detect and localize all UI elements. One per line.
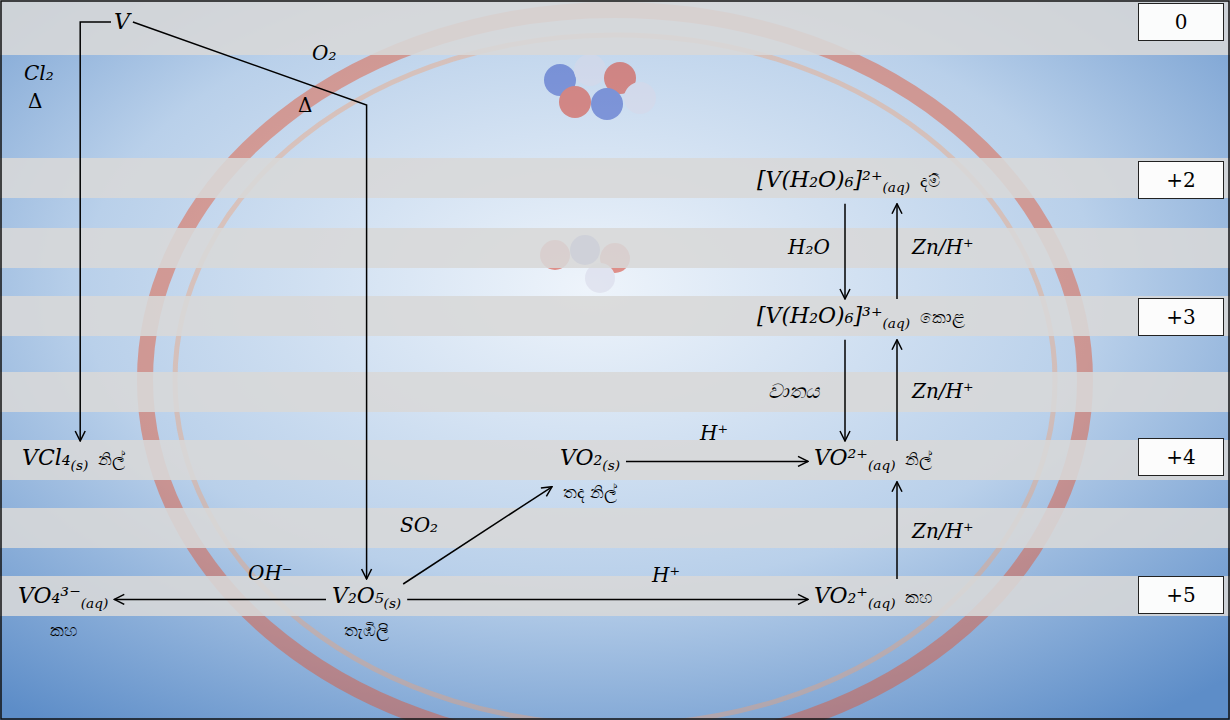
state-symbol: (aq) bbox=[868, 595, 895, 611]
colour-name: නිල් bbox=[98, 446, 125, 472]
reagent-label: Cl₂ bbox=[24, 60, 54, 86]
heat-symbol: Δ bbox=[298, 92, 312, 118]
reaction-arrow bbox=[896, 204, 898, 299]
colour-name: කහ bbox=[905, 584, 932, 610]
oxidation-number: 0 bbox=[1175, 10, 1188, 34]
reaction-arrow bbox=[896, 482, 898, 579]
species-node: VO₄³⁻(aq)කහ bbox=[16, 580, 110, 645]
state-symbol: (aq) bbox=[81, 595, 108, 611]
reaction-arrow bbox=[80, 22, 111, 441]
species-formula: VCl₄(s) bbox=[22, 444, 88, 479]
oxidation-state-box: +4 bbox=[1138, 438, 1224, 476]
species-node: [V(H₂O)₆]³⁺(aq) කොළ bbox=[755, 300, 967, 339]
state-symbol: (s) bbox=[384, 595, 402, 611]
species-formula: VO²⁺(aq) bbox=[814, 444, 895, 479]
oxidation-state-box: 0 bbox=[1138, 3, 1224, 41]
oxidation-state-box: +2 bbox=[1138, 161, 1224, 199]
reaction-arrow bbox=[626, 461, 808, 463]
species-formula: [V(H₂O)₆]³⁺(aq) bbox=[757, 302, 910, 337]
reagent-label: SO₂ bbox=[400, 512, 438, 538]
species-formula: V bbox=[114, 8, 130, 36]
reaction-arrow bbox=[844, 204, 846, 299]
oxidation-state-box: +3 bbox=[1138, 298, 1224, 336]
oxidation-number: +3 bbox=[1166, 305, 1195, 329]
species-node: [V(H₂O)₆]²⁺(aq) දම් bbox=[755, 164, 942, 203]
oxidation-number: +2 bbox=[1166, 168, 1195, 192]
state-symbol: (aq) bbox=[883, 179, 910, 195]
reaction-arrow bbox=[896, 340, 898, 441]
species-formula: V₂O₅(s) bbox=[332, 582, 401, 617]
state-symbol: (s) bbox=[71, 457, 89, 473]
species-formula: VO₂⁺(aq) bbox=[814, 582, 895, 617]
species-node: V bbox=[112, 6, 132, 38]
reagent-label: Zn/H⁺ bbox=[912, 378, 974, 404]
species-formula: VO₂(s) bbox=[560, 444, 620, 479]
reagent-label: H₂O bbox=[788, 234, 830, 260]
oxidation-number: +4 bbox=[1166, 445, 1195, 469]
reagent-label: වාතය bbox=[768, 378, 819, 404]
colour-name: දම් bbox=[920, 168, 940, 194]
species-node: V₂O₅(s)තැඹිලි bbox=[330, 580, 403, 645]
oxidation-number: +5 bbox=[1166, 583, 1195, 607]
species-node: VO₂(s)තද නිල් bbox=[558, 442, 622, 507]
colour-name: කහ bbox=[50, 617, 77, 643]
state-symbol: (aq) bbox=[883, 315, 910, 331]
colour-name: තැඹිලි bbox=[344, 617, 389, 643]
reagent-label: H⁺ bbox=[652, 562, 680, 588]
reaction-arrow bbox=[114, 599, 326, 601]
species-node: VO₂⁺(aq) කහ bbox=[812, 580, 934, 619]
reagent-label: Zn/H⁺ bbox=[912, 518, 974, 544]
heat-symbol: Δ bbox=[28, 88, 42, 114]
colour-name: තද නිල් bbox=[563, 479, 617, 505]
species-formula: [V(H₂O)₆]²⁺(aq) bbox=[757, 166, 910, 201]
reagent-label: O₂ bbox=[312, 40, 336, 66]
colour-name: නිල් bbox=[905, 446, 932, 472]
reaction-arrow bbox=[407, 599, 808, 601]
reagent-label: H⁺ bbox=[700, 420, 728, 446]
reaction-arrow bbox=[133, 22, 367, 579]
state-symbol: (aq) bbox=[868, 457, 895, 473]
species-formula: VO₄³⁻(aq) bbox=[18, 582, 108, 617]
state-symbol: (s) bbox=[602, 457, 620, 473]
species-node: VO²⁺(aq) නිල් bbox=[812, 442, 934, 481]
reagent-label: Zn/H⁺ bbox=[912, 234, 974, 260]
reaction-arrow bbox=[844, 340, 846, 441]
colour-name: කොළ bbox=[920, 304, 965, 330]
species-node: VCl₄(s) නිල් bbox=[20, 442, 127, 481]
reagent-label: OH⁻ bbox=[248, 560, 292, 586]
oxidation-state-box: +5 bbox=[1138, 576, 1224, 614]
